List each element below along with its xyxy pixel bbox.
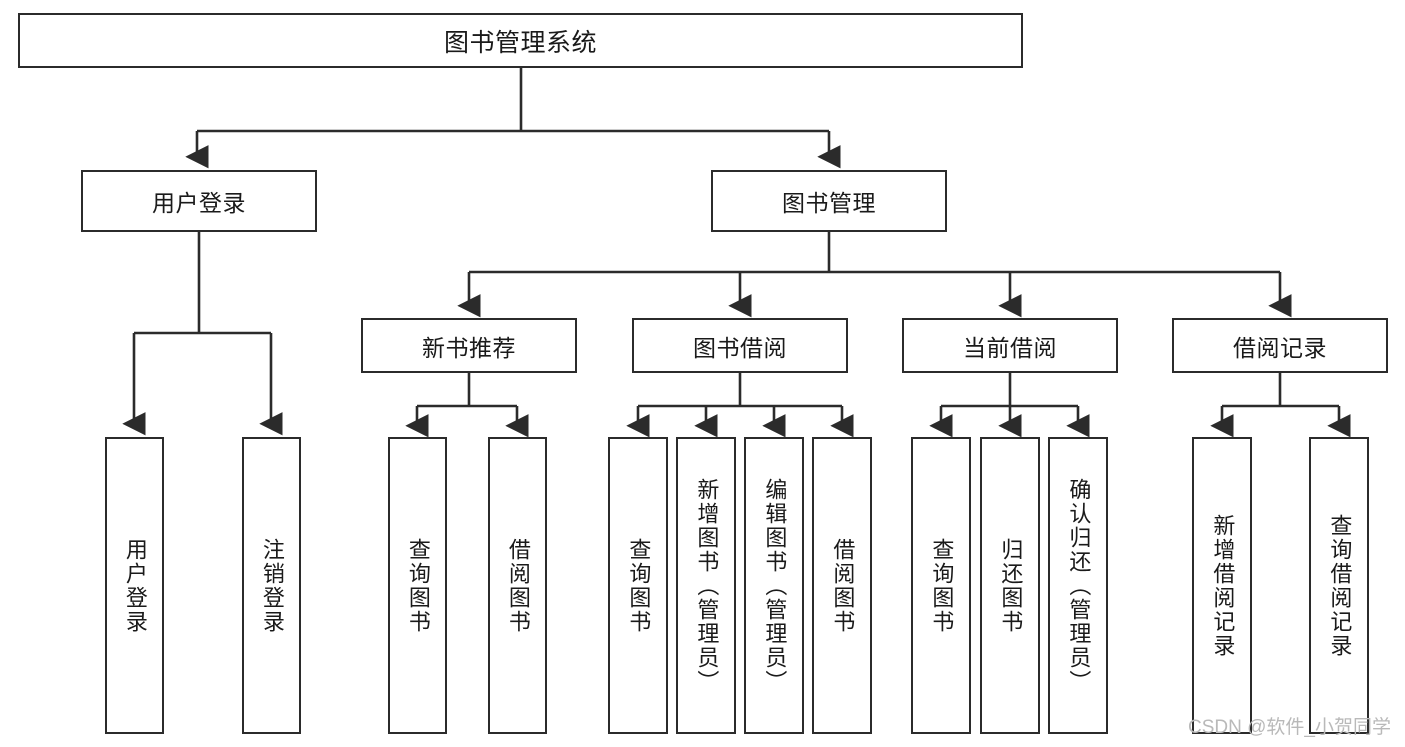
leaf-book-borrow-query[interactable]: 查询图书 <box>608 437 668 734</box>
node-label: 新增借阅记录 <box>1210 513 1236 658</box>
node-new-book-recommend[interactable]: 新书推荐 <box>361 318 577 373</box>
node-root-book-management-system[interactable]: 图书管理系统 <box>18 13 1023 68</box>
leaf-borrow-record-query[interactable]: 查询借阅记录 <box>1309 437 1369 734</box>
node-label: 当前借阅 <box>963 334 1057 361</box>
node-label: 借阅记录 <box>1233 334 1327 361</box>
node-label: 编辑图书（管理员） <box>762 477 788 694</box>
leaf-user-login-login[interactable]: 用户登录 <box>105 437 164 734</box>
leaf-book-borrow-edit[interactable]: 编辑图书（管理员） <box>744 437 804 734</box>
leaf-current-borrow-confirm-return[interactable]: 确认归还（管理员） <box>1048 437 1108 734</box>
node-label: 用户登录 <box>152 190 246 216</box>
node-label: 图书借阅 <box>693 334 787 361</box>
node-label: 图书管理 <box>782 190 876 216</box>
node-current-borrow[interactable]: 当前借阅 <box>902 318 1118 373</box>
node-book-borrow[interactable]: 图书借阅 <box>632 318 848 373</box>
node-user-login[interactable]: 用户登录 <box>81 170 317 232</box>
node-label: 查询图书 <box>405 537 431 634</box>
node-label: 用户登录 <box>122 537 148 634</box>
node-label: 新书推荐 <box>422 334 516 361</box>
leaf-user-login-logout[interactable]: 注销登录 <box>242 437 301 734</box>
leaf-book-borrow-add[interactable]: 新增图书（管理员） <box>676 437 736 734</box>
node-label: 归还图书 <box>998 537 1024 634</box>
leaf-book-borrow-borrow[interactable]: 借阅图书 <box>812 437 872 734</box>
leaf-new-book-query[interactable]: 查询图书 <box>388 437 447 734</box>
node-label: 查询图书 <box>929 537 955 634</box>
node-label: 借阅图书 <box>830 537 856 634</box>
node-label: 新增图书（管理员） <box>694 477 720 694</box>
node-label: 查询图书 <box>626 537 652 634</box>
node-label: 确认归还（管理员） <box>1066 477 1092 694</box>
leaf-current-borrow-query[interactable]: 查询图书 <box>911 437 971 734</box>
node-label: 借阅图书 <box>505 537 531 634</box>
node-borrow-record[interactable]: 借阅记录 <box>1172 318 1388 373</box>
leaf-borrow-record-add[interactable]: 新增借阅记录 <box>1192 437 1252 734</box>
node-label: 注销登录 <box>259 537 285 634</box>
leaf-current-borrow-return[interactable]: 归还图书 <box>980 437 1040 734</box>
node-label: 图书管理系统 <box>443 28 597 57</box>
leaf-new-book-borrow[interactable]: 借阅图书 <box>488 437 547 734</box>
node-book-management[interactable]: 图书管理 <box>711 170 947 232</box>
node-label: 查询借阅记录 <box>1327 513 1353 658</box>
